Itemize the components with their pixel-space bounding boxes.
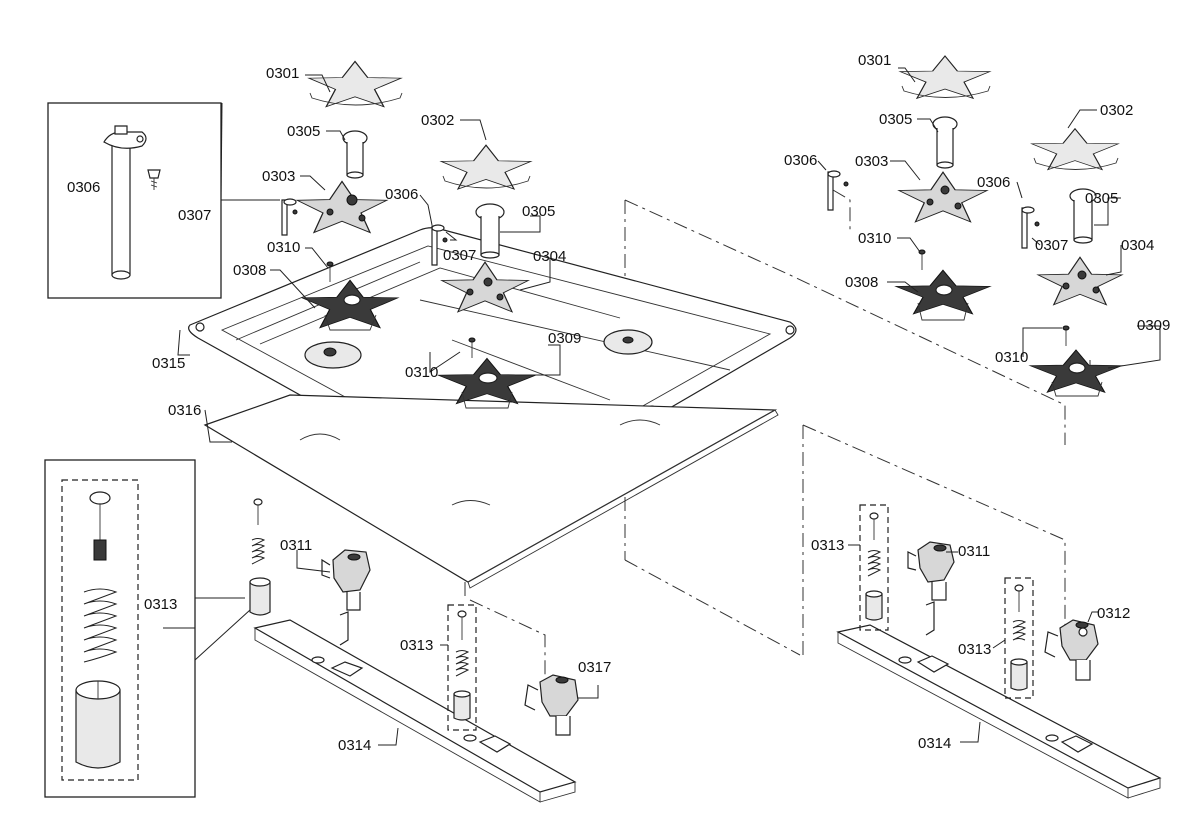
callout-labels: 0301 0305 0303 0306 0307 0310 0308 0315 … <box>67 52 1170 754</box>
callout-0313-right-b: 0313 <box>958 641 991 658</box>
burner-base-right-2 <box>1029 349 1123 397</box>
gas-rail-right <box>836 624 1162 799</box>
callout-0312: 0312 <box>1097 605 1130 622</box>
valve-left-0311 <box>321 549 371 646</box>
callout-0301-left: 0301 <box>266 65 299 82</box>
burner-cap-right-2 <box>1031 128 1119 171</box>
callout-0310-right-b: 0310 <box>995 349 1028 366</box>
callout-0308-left: 0308 <box>233 262 266 279</box>
burner-head-left <box>296 180 388 234</box>
callout-0305-right: 0305 <box>879 111 912 128</box>
burner-head-right-2 <box>1037 256 1123 306</box>
dashbox-0313-left <box>447 604 477 731</box>
callout-0302-right: 0302 <box>1100 102 1133 119</box>
gas-rail-left <box>253 619 577 803</box>
burner-pin-middle <box>475 203 505 259</box>
valve-right-0311 <box>907 541 955 636</box>
callout-0306-right-a: 0306 <box>784 152 817 169</box>
callout-0302-middle: 0302 <box>421 112 454 129</box>
leader-lines <box>163 67 1161 746</box>
callout-0306-right-b: 0306 <box>977 174 1010 191</box>
callout-0304-right: 0304 <box>1121 237 1154 254</box>
burner-pin-right-1 <box>932 116 958 169</box>
callout-0307-right: 0307 <box>1035 237 1068 254</box>
burner-cap-middle <box>440 144 532 190</box>
electrode-middle <box>431 224 448 266</box>
burner-pin-left <box>342 130 368 179</box>
callout-0317: 0317 <box>578 659 611 676</box>
screw-right-1 <box>918 249 926 270</box>
dashbox-0313-right-2 <box>1004 577 1034 699</box>
thermocouple-left <box>249 498 271 616</box>
callout-0314-right: 0314 <box>918 735 951 752</box>
callout-0310-left: 0310 <box>267 239 300 256</box>
bottom-sheet <box>203 394 779 589</box>
burner-head-right-1 <box>898 171 988 223</box>
callout-0307-middle: 0307 <box>443 247 476 264</box>
callout-0315: 0315 <box>152 355 185 372</box>
burner-head-middle <box>441 261 529 313</box>
dashbox-0313-right-1 <box>859 504 889 631</box>
spring-inset <box>83 588 118 663</box>
callout-0314-left: 0314 <box>338 737 371 754</box>
callout-0309-middle: 0309 <box>548 330 581 347</box>
screw-middle <box>468 337 476 358</box>
callout-0308-right: 0308 <box>845 274 878 291</box>
callout-0313-left: 0313 <box>400 637 433 654</box>
burner-base-right-1 <box>895 269 991 321</box>
callout-0305-left: 0305 <box>287 123 320 140</box>
electrode-left <box>281 198 298 236</box>
callout-0313-inset: 0313 <box>144 596 177 613</box>
valve-right-0312 <box>1044 619 1099 681</box>
screw-left <box>326 261 334 282</box>
callout-0316: 0316 <box>168 402 201 419</box>
callout-0303-left: 0303 <box>262 168 295 185</box>
screw-right-2 <box>1062 325 1070 346</box>
callout-0303-right: 0303 <box>855 153 888 170</box>
callout-0311-left: 0311 <box>280 537 312 554</box>
electrode-right-1 <box>827 170 849 211</box>
callout-0310-middle: 0310 <box>405 364 438 381</box>
callout-0306-left: 0306 <box>67 179 100 196</box>
callout-0307-left: 0307 <box>178 207 211 224</box>
callout-0306-middle: 0306 <box>385 186 418 203</box>
burner-pin-right-2 <box>1069 188 1097 244</box>
callout-0305-right-b: 0305 <box>1085 190 1118 207</box>
burner-base-middle <box>437 357 537 409</box>
callout-0313-right-a: 0313 <box>811 537 844 554</box>
valve-left-0317 <box>524 674 579 736</box>
callout-0311-right: 0311 <box>958 543 990 560</box>
callout-0304-middle: 0304 <box>533 248 566 265</box>
burner-cap-left <box>308 60 403 108</box>
burner-base-left <box>301 279 399 331</box>
callout-0301-right: 0301 <box>858 52 891 69</box>
inset-electrode-box <box>47 102 222 299</box>
callout-0310-right-a: 0310 <box>858 230 891 247</box>
callout-0309-right: 0309 <box>1137 317 1170 334</box>
burner-cap-right-1 <box>899 55 991 99</box>
electrode-right-2 <box>1021 206 1040 249</box>
callout-0305-middle: 0305 <box>522 203 555 220</box>
